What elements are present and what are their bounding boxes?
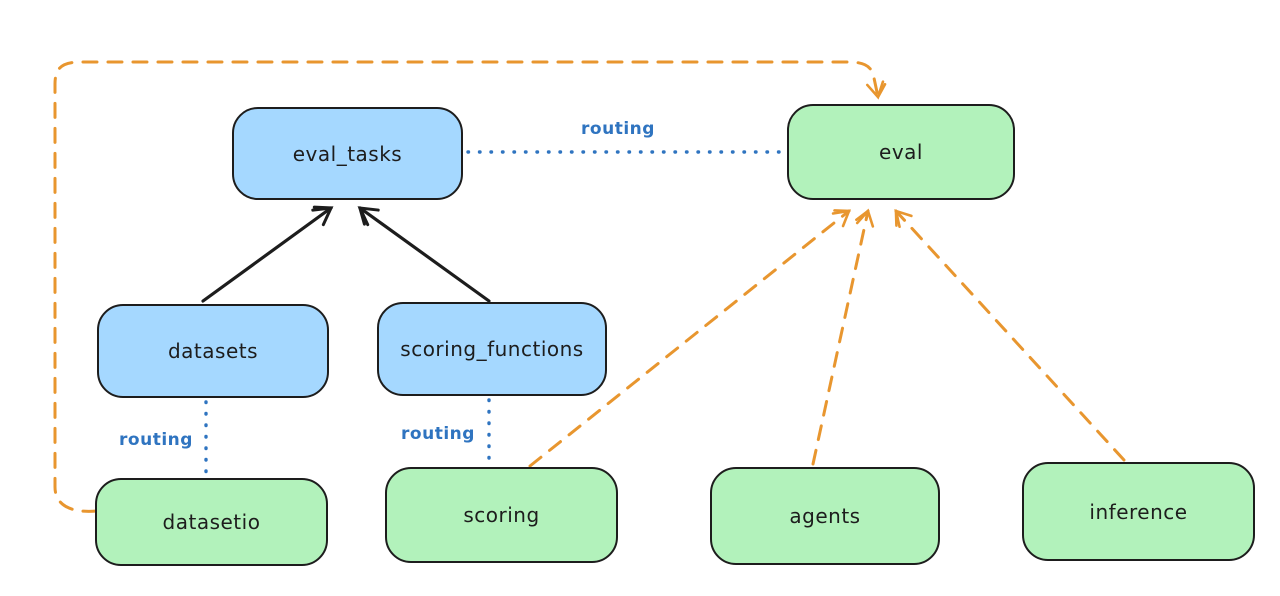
node-scoring-functions: scoring_functions — [377, 302, 607, 396]
edge-datasets-to-eval-tasks — [201, 205, 334, 303]
edge-label-routing-eval-tasks-eval: routing — [581, 119, 655, 139]
node-scoring: scoring — [385, 467, 618, 563]
node-eval: eval — [787, 104, 1015, 200]
node-datasetio: datasetio — [95, 478, 328, 566]
edge-label-routing-datasets-datasetio: routing — [119, 430, 193, 450]
edge-agents-to-eval — [811, 208, 875, 466]
node-datasets: datasets — [97, 304, 329, 398]
edge-scoring-to-eval — [528, 209, 852, 468]
node-agents: agents — [710, 467, 940, 565]
node-eval-tasks: eval_tasks — [232, 107, 463, 200]
edge-scoring-functions-to-eval-tasks — [357, 206, 491, 303]
edge-inference-to-eval — [894, 209, 1126, 462]
edge-datasetio-to-eval — [53, 60, 887, 513]
node-inference: inference — [1022, 462, 1255, 561]
edge-label-routing-scoring-fns-scoring: routing — [401, 424, 475, 444]
